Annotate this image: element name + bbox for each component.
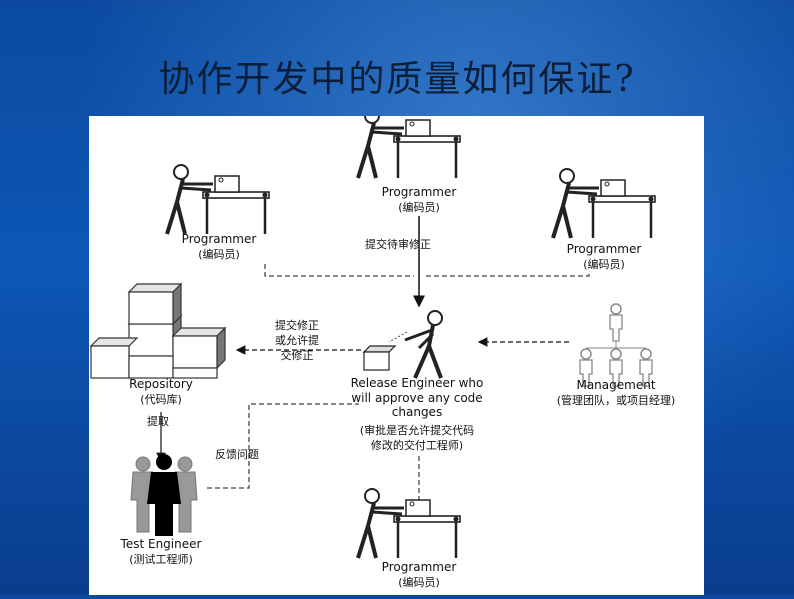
label-commit-line2: 或允许提 [275,333,319,347]
collaboration-diagram: Programmer (编码员) Programmer (编码员) Progra… [89,116,704,595]
dashed-left-connector [265,264,414,276]
programmer-left-figure [167,165,269,234]
release-engineer-sub2: 修改的交付工程师) [371,438,463,452]
label-commit-line1: 提交修正 [275,318,319,332]
release-engineer-figure [364,311,442,378]
programmer-bottom-name: Programmer [382,560,457,574]
repository-blocks [91,284,225,378]
slide-title: 协作开发中的质量如何保证? [0,50,794,102]
label-fetch: 提取 [147,415,169,428]
programmer-top-sub: (编码员) [398,200,440,214]
test-engineer-sub: (测试工程师) [129,553,193,566]
repository-name: Repository [129,377,193,391]
test-engineer-name: Test Engineer [120,537,202,551]
programmer-top-figure [358,116,460,178]
programmer-right-sub: (编码员) [583,257,625,271]
management-name: Management [576,378,655,392]
label-feedback: 反馈问题 [215,448,259,461]
release-engineer-sub1: (审批是否允许提交代码 [360,423,474,437]
programmer-bottom-sub: (编码员) [398,575,440,589]
release-engineer-line2: will approve any code [351,391,482,405]
programmer-right-figure [553,169,655,238]
repository-sub: (代码库) [140,393,182,406]
programmer-left-name: Programmer [182,232,257,246]
programmer-top-name: Programmer [382,185,457,199]
dashed-feedback-connector [207,404,359,488]
label-submit-pending: 提交待审修正 [365,237,431,251]
dashed-right-connector [424,274,589,276]
management-sub: (管理团队，或项目经理) [557,393,676,407]
diagram-panel: Programmer (编码员) Programmer (编码员) Progra… [89,116,704,595]
label-commit-line3: 交修正 [281,348,314,362]
programmer-left-sub: (编码员) [198,247,240,261]
test-engineer-figures [131,454,197,536]
programmer-right-name: Programmer [567,242,642,256]
release-engineer-line1: Release Engineer who [351,376,484,390]
management-org-chart [580,304,652,386]
release-engineer-line3: changes [392,405,442,419]
programmer-bottom-figure [358,489,460,558]
